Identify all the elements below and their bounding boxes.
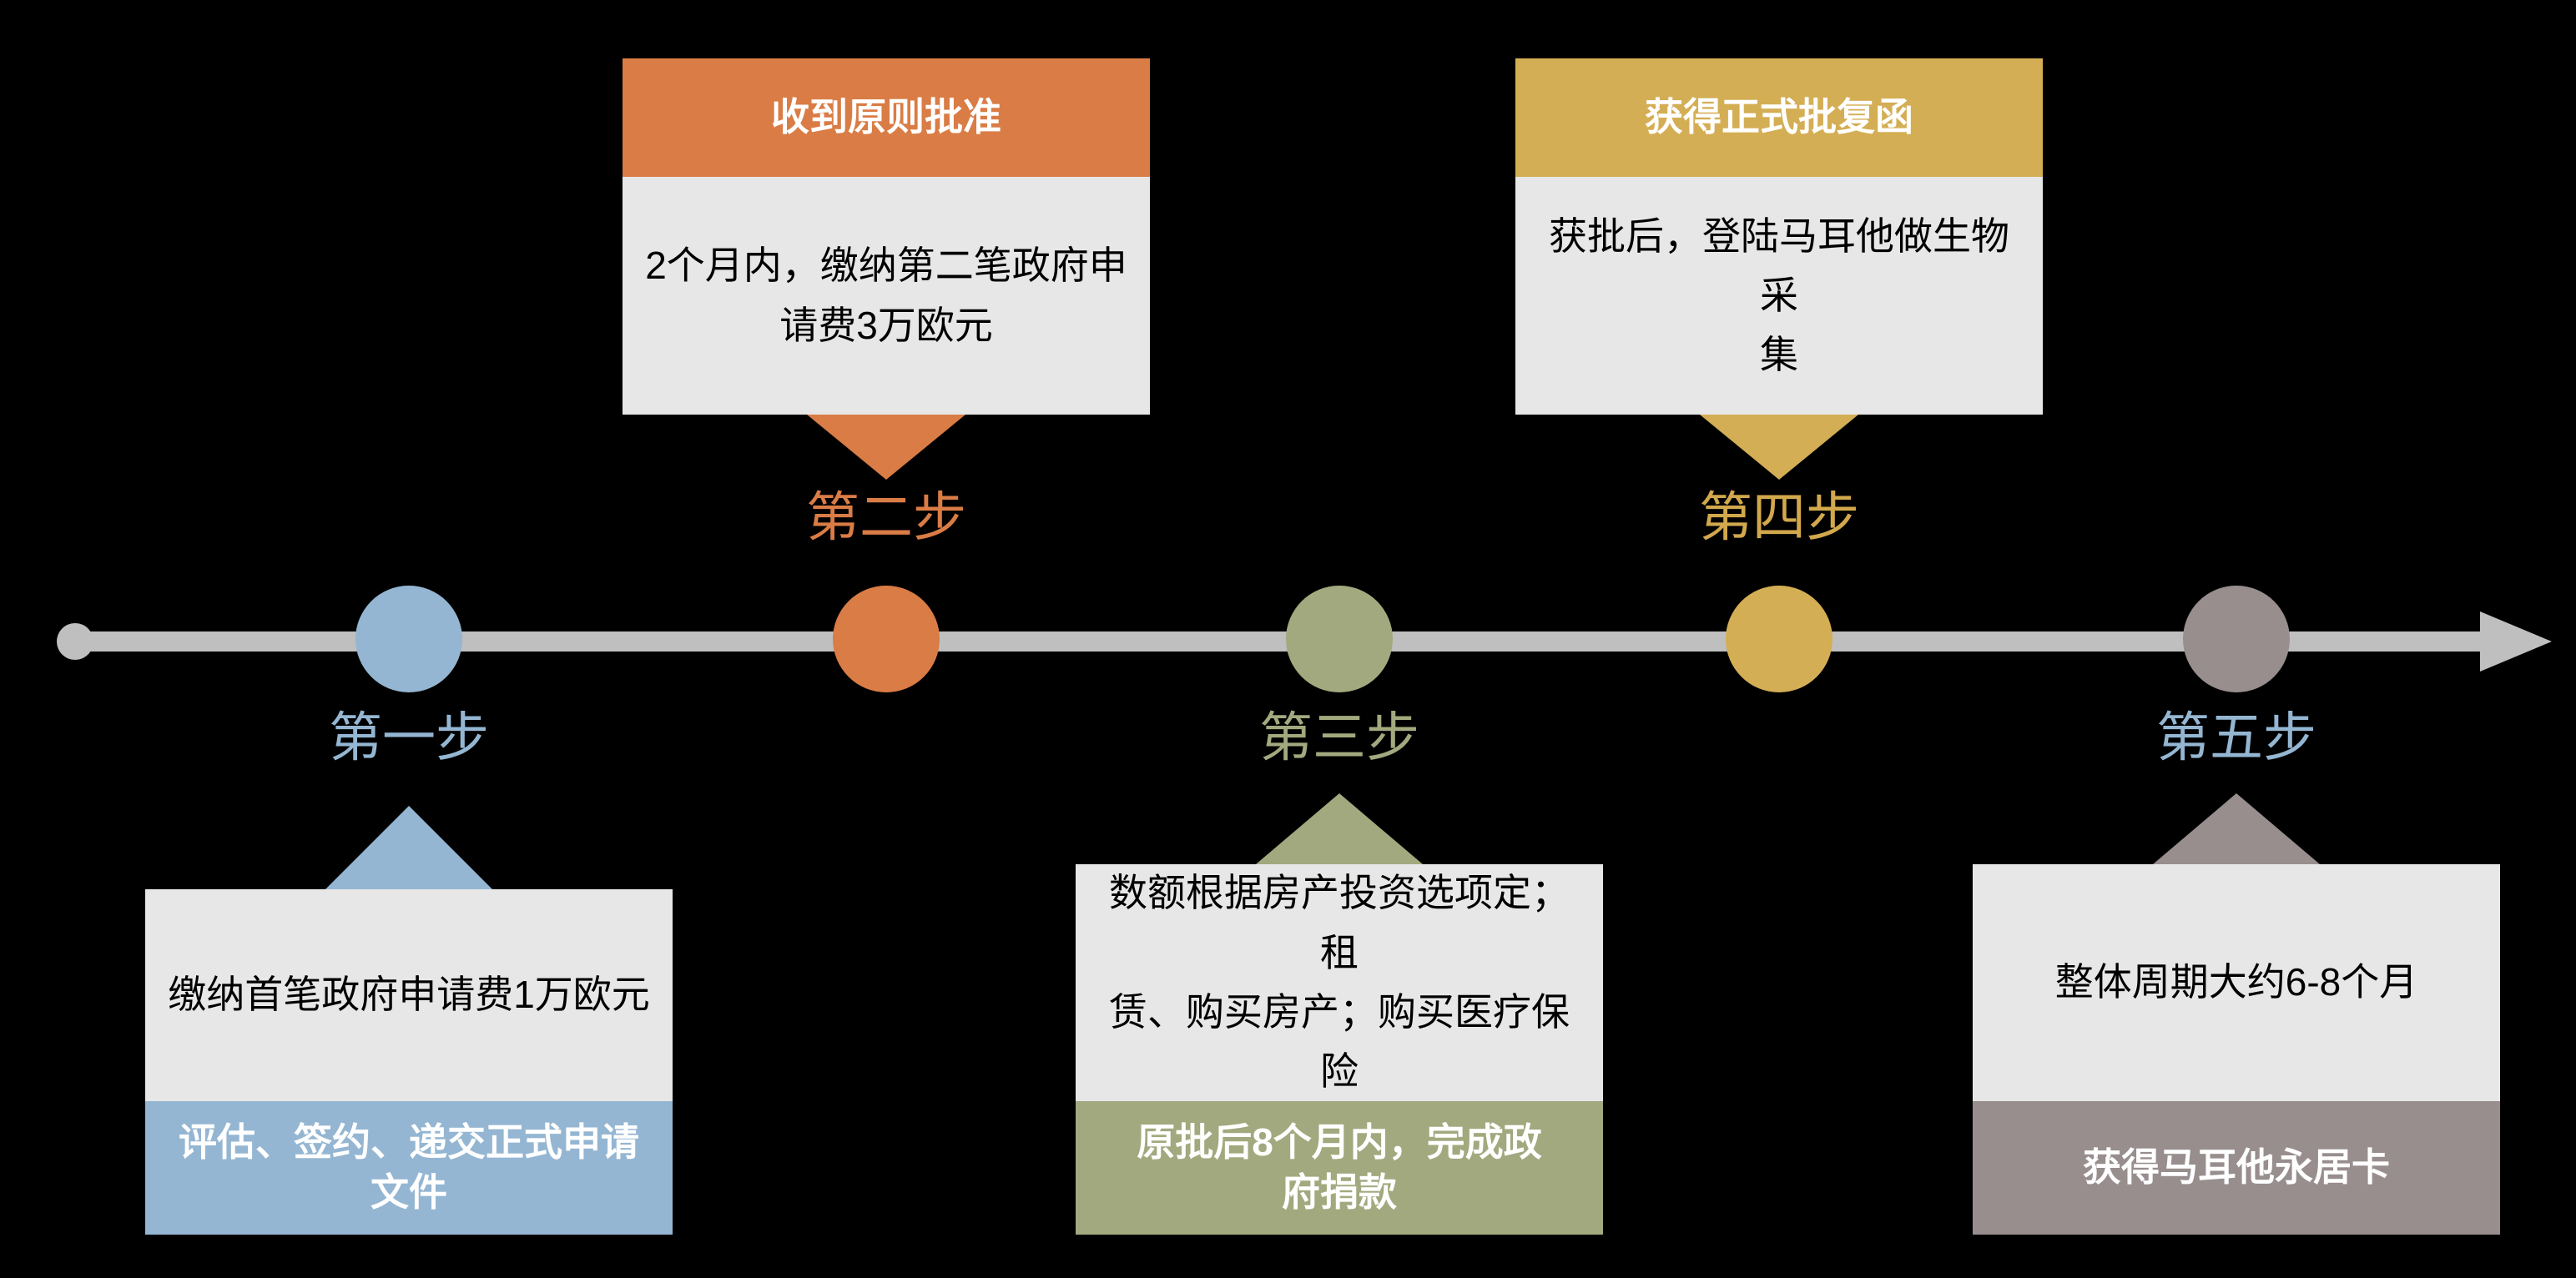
step-1-marker-dot	[355, 586, 462, 692]
step-1-pointer-up-icon	[325, 806, 492, 889]
step-1-detail-panel: 缴纳首笔政府申请费1万欧元	[145, 889, 673, 1101]
step-column-4: 获得正式批复函 获批后，登陆马耳他做生物采 集 第四步	[1515, 0, 2043, 1278]
step-2-marker-dot	[833, 586, 940, 692]
step-1-banner: 评估、签约、递交正式申请 文件	[145, 1101, 673, 1235]
step-4-marker-dot	[1726, 586, 1832, 692]
step-column-3: 第三步 数额根据房产投资选项定；租 赁、购买房产；购买医疗保险 原批后8个月内，…	[1076, 0, 1603, 1278]
step-2-label: 第二步	[806, 487, 966, 547]
step-3-banner: 原批后8个月内，完成政 府捐款	[1076, 1101, 1603, 1235]
step-column-1: 第一步 缴纳首笔政府申请费1万欧元 评估、签约、递交正式申请 文件	[145, 0, 673, 1278]
step-5-marker-dot	[2183, 586, 2290, 692]
step-3-label: 第三步	[1259, 707, 1419, 767]
step-5-pointer-up-icon	[2153, 793, 2320, 864]
step-3-pointer-up-icon	[1256, 793, 1423, 864]
step-4-detail-panel: 获批后，登陆马耳他做生物采 集	[1515, 177, 2043, 415]
step-4-label: 第四步	[1699, 487, 1859, 547]
timeline-line	[73, 631, 2487, 652]
step-1-label: 第一步	[329, 707, 489, 767]
timeline-arrow-icon	[2480, 611, 2552, 672]
step-column-2: 收到原则批准 2个月内，缴纳第二笔政府申 请费3万欧元 第二步	[623, 0, 1150, 1278]
step-3-marker-dot	[1286, 586, 1393, 692]
step-2-detail-panel: 2个月内，缴纳第二笔政府申 请费3万欧元	[623, 177, 1150, 415]
step-4-pointer-down-icon	[1700, 415, 1858, 480]
step-5-banner: 获得马耳他永居卡	[1973, 1101, 2500, 1235]
step-2-banner: 收到原则批准	[623, 58, 1150, 177]
step-3-detail-panel: 数额根据房产投资选项定；租 赁、购买房产；购买医疗保险	[1076, 864, 1603, 1101]
step-column-5: 第五步 整体周期大约6-8个月 获得马耳他永居卡	[1973, 0, 2500, 1278]
step-4-banner: 获得正式批复函	[1515, 58, 2043, 177]
step-2-pointer-down-icon	[807, 415, 965, 480]
step-5-label: 第五步	[2156, 707, 2316, 767]
step-5-detail-panel: 整体周期大约6-8个月	[1973, 864, 2500, 1101]
